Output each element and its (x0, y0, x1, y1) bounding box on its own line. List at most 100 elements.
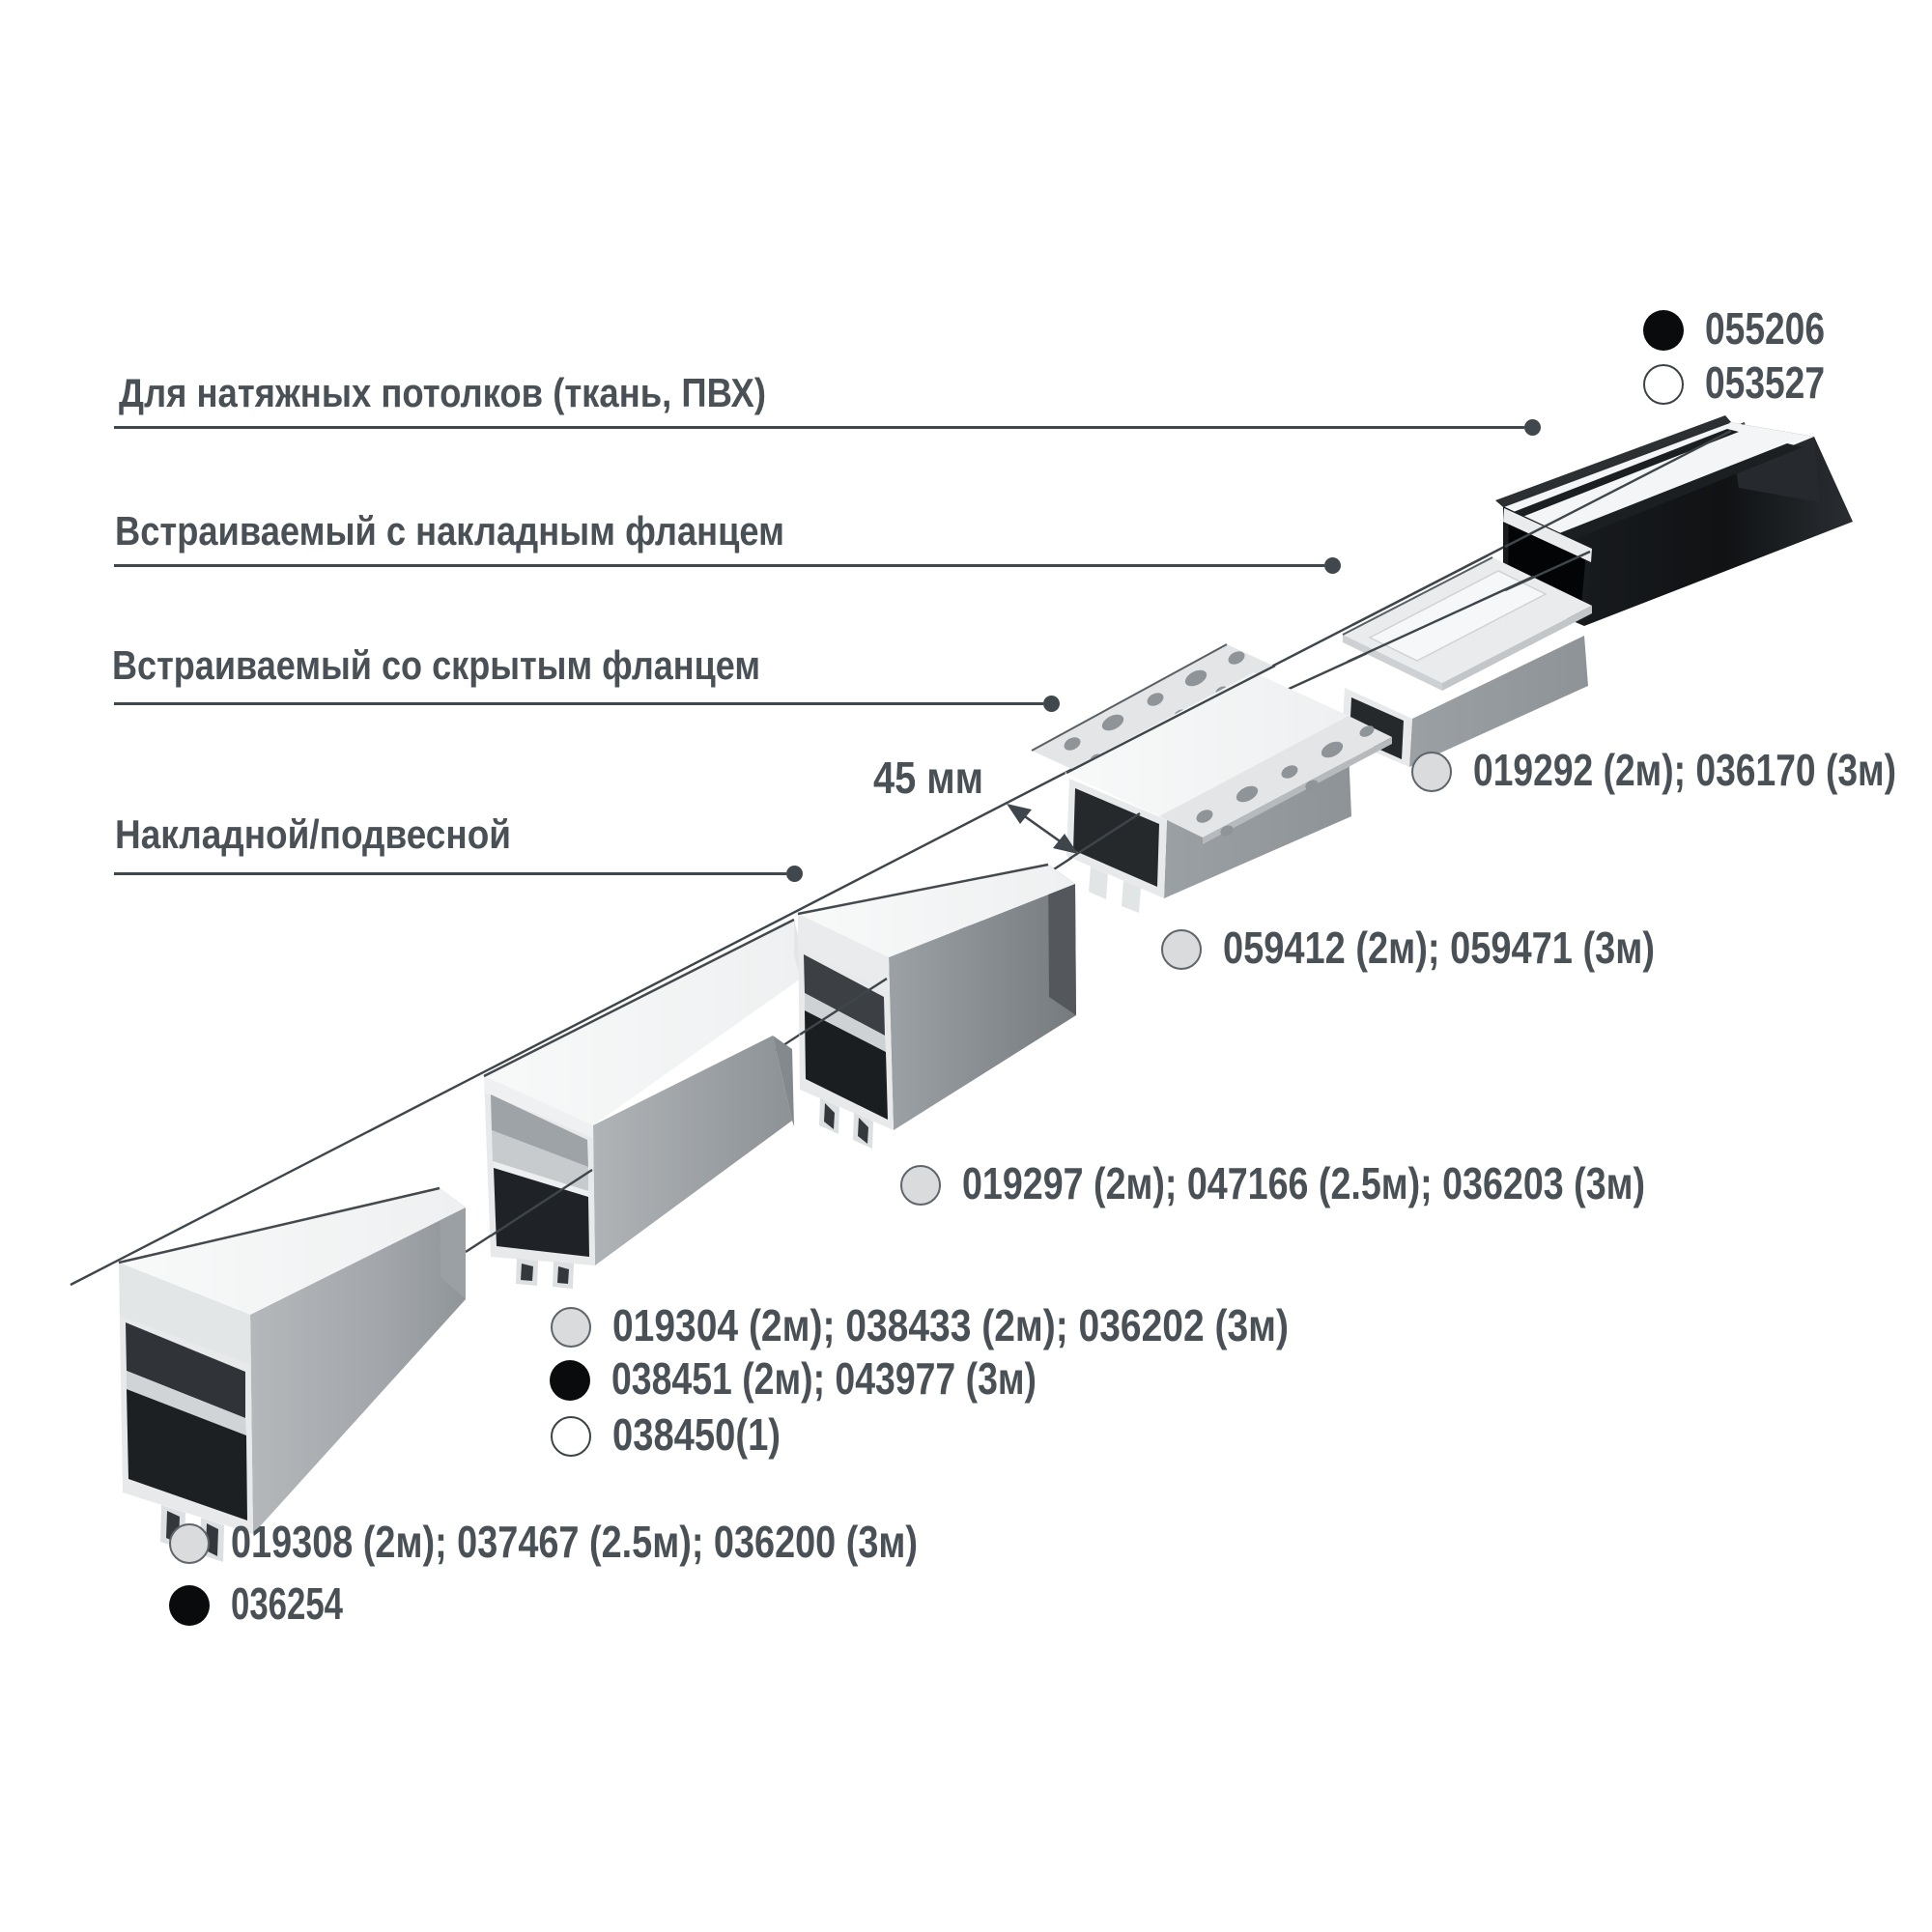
side-face (250, 1208, 466, 1534)
dimension-text: 45 мм (873, 753, 983, 803)
code-019297-047166-036203: 019297 (2м); 047166 (2.5м); 036203 (3м) (962, 1158, 1645, 1208)
flange-hole (1228, 651, 1245, 665)
edge-line (1065, 664, 1276, 775)
bullet-gray-059412 (1161, 929, 1202, 970)
bullet-gray-019292 (1411, 752, 1452, 792)
bullet-white-038450 (551, 1416, 591, 1457)
edge-line (1504, 550, 1591, 592)
label-recessed-surface-flange-dot (1324, 557, 1341, 574)
code-059412-059471: 059412 (2м); 059471 (3м) (1223, 923, 1655, 973)
end-face (1048, 865, 1076, 1015)
foot-slot (824, 1103, 835, 1129)
code-019304-038433-036202: 019304 (2м); 038433 (2м); 036202 (3м) (612, 1300, 1289, 1350)
flange-hole (1196, 810, 1213, 823)
edge-line (118, 1186, 440, 1264)
label-stretch-ceiling-rule (114, 426, 1524, 429)
flange-hole (1220, 825, 1234, 837)
flange-edge (1442, 606, 1592, 691)
label-recessed-hidden-flange-rule (114, 702, 1043, 705)
edge-line (489, 1168, 593, 1238)
upper-chamber (491, 1094, 588, 1167)
edge-line (1347, 575, 1534, 664)
diffuser-top (1503, 422, 1814, 551)
flange-plate (1032, 644, 1275, 773)
end-face (773, 1036, 794, 1126)
channel-cavity (804, 954, 885, 1036)
flange-edge (1203, 737, 1392, 844)
label-stretch-ceiling: Для натяжных потолков (ткань, ПВХ) (119, 370, 766, 415)
channel-cavity (127, 1389, 247, 1520)
flange-edge (1343, 635, 1442, 691)
channel-cavity (805, 1010, 888, 1120)
edge-line (1504, 429, 1732, 549)
side-face (889, 884, 1076, 1130)
bullet-gray-019304 (551, 1307, 591, 1348)
label-recessed-surface-flange-rule (114, 564, 1324, 567)
rear-flange-lip (1495, 415, 1731, 507)
diffuser-inset (1368, 570, 1548, 662)
mounting-foot (1089, 867, 1108, 899)
flange-hole (1236, 785, 1259, 803)
profile-surface-large (797, 863, 1076, 1149)
label-recessed-hidden-flange: Встраиваемый со скрытым фланцем (112, 642, 760, 688)
foot-slot (557, 1266, 569, 1284)
channel-cavity (126, 1322, 245, 1418)
profile-recessed-surface-flange (1342, 556, 1592, 767)
foot-slot (858, 1118, 868, 1144)
side-face (1409, 636, 1588, 767)
bullet-gray-019308 (169, 1523, 210, 1564)
edge-line (1502, 420, 1730, 508)
label-surface-suspended-dot (786, 866, 803, 882)
code-038450: 038450(1) (612, 1409, 781, 1460)
diffuser-top (1065, 672, 1349, 816)
led-shelf (805, 993, 886, 1052)
bullet-black-036254 (169, 1585, 210, 1626)
bullet-black-055206 (1643, 310, 1684, 351)
edge-line (1342, 556, 1493, 636)
profile-surface-tall (483, 918, 808, 1289)
code-019308-037467-036200: 019308 (2м); 037467 (2.5м); 036200 (3м) (231, 1517, 918, 1567)
code-019292-036170: 019292 (2м); 036170 (3м) (1473, 745, 1896, 795)
flange-hole (1305, 780, 1319, 791)
label-stretch-ceiling-dot (1524, 419, 1541, 436)
foot-slot (521, 1264, 533, 1281)
label-recessed-hidden-flange-dot (1043, 696, 1060, 712)
edge-line (1068, 811, 1141, 861)
code-055206: 055206 (1705, 303, 1825, 354)
bullet-white-053527 (1643, 364, 1684, 405)
code-053527: 053527 (1705, 357, 1825, 408)
edge-line (483, 918, 795, 1078)
flange-hole (1281, 765, 1298, 779)
profile-surface-compact (118, 1186, 466, 1562)
edge-line (797, 863, 1049, 916)
bullet-gray-019297 (900, 1165, 941, 1206)
diffuser-top (484, 920, 808, 1125)
diffuser-band (119, 1263, 251, 1365)
flange-hole (1184, 669, 1208, 687)
flange-hole (1147, 693, 1164, 706)
gasket-rail (1549, 443, 1803, 543)
flange-hole (1359, 725, 1375, 737)
construction-line-overlays (489, 429, 1732, 1238)
edge-line (1031, 643, 1228, 752)
flange-hole (1101, 714, 1124, 731)
led-shelf (127, 1371, 246, 1435)
arrowhead (1007, 804, 1032, 824)
flange-hole (1064, 737, 1081, 751)
label-recessed-surface-flange: Встраиваемый с накладным фланцем (115, 508, 784, 554)
edge-line (1351, 554, 1489, 627)
mounting-foot (1122, 881, 1141, 913)
edge-line (799, 977, 888, 1037)
diffuser-top (119, 1188, 466, 1315)
label-surface-suspended: Накладной/подвесной (115, 811, 511, 857)
channel-cavity (1073, 788, 1159, 887)
label-surface-suspended-rule (114, 872, 786, 875)
led-shelf (492, 1130, 588, 1191)
bullet-black-038451 (550, 1360, 590, 1401)
code-038451-043977: 038451 (2м); 043977 (3м) (611, 1353, 1037, 1404)
flange-hole (1321, 741, 1344, 758)
profile-stretch-ceiling (1495, 415, 1853, 626)
channel-cavity (494, 1168, 589, 1257)
